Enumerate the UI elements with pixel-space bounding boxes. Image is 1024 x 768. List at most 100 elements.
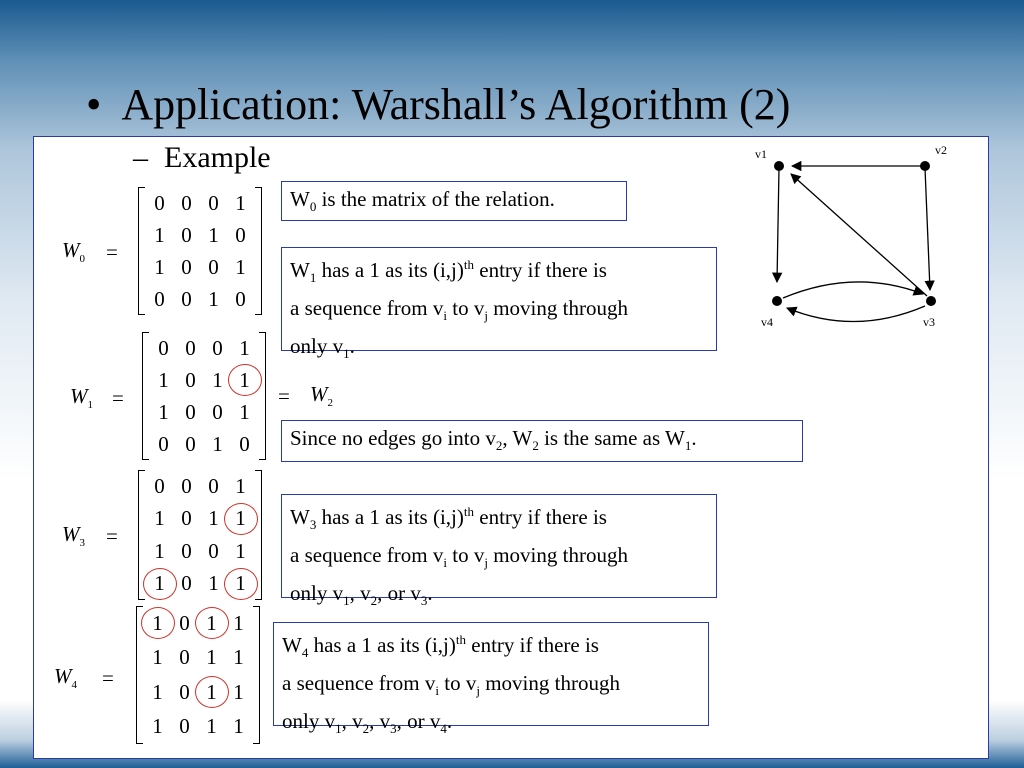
matrix-w3-label: W3: [62, 522, 85, 550]
matrix-cell: 0: [212, 335, 223, 360]
edge-v3-v4: [786, 305, 926, 323]
matrix-cell: 1: [152, 679, 163, 704]
matrix-cell: 1: [208, 571, 219, 596]
note-w3: W3 has a 1 as its (i,j)th entry if there…: [281, 494, 717, 609]
note-w0: W0 is the matrix of the relation.: [281, 181, 627, 221]
matrix-cell: 0: [179, 645, 190, 670]
subtitle: –Example: [133, 140, 271, 176]
matrix-cell: 0: [181, 538, 192, 563]
matrix-cell: 0: [208, 254, 219, 279]
matrix-cell: 1: [212, 431, 223, 456]
matrix-cell: 0: [154, 473, 165, 498]
right-bracket: [259, 332, 266, 460]
matrix-cell: 0: [179, 714, 190, 739]
matrix-cell: 1: [158, 399, 169, 424]
matrix-w4-equals: =: [102, 666, 114, 690]
note-w1: W1 has a 1 as its (i,j)th entry if there…: [281, 247, 717, 362]
title-text: Application: Warshall’s Algorithm (2): [121, 80, 791, 129]
matrix-cell: 0: [179, 679, 190, 704]
matrix-cell: 0: [208, 538, 219, 563]
matrix-cell: 1: [152, 714, 163, 739]
matrix-cell: 1: [154, 222, 165, 247]
matrix-cell: 0: [181, 190, 192, 215]
label-v2: v2: [935, 143, 947, 157]
matrix-cell: 0: [154, 190, 165, 215]
matrix-cell: 1: [158, 367, 169, 392]
matrix-cell: 1: [233, 679, 244, 704]
matrix-w0-label: W0: [62, 238, 85, 266]
matrix-cell: 0: [235, 222, 246, 247]
matrix-cell: 1: [154, 254, 165, 279]
matrix-cell: 1: [212, 367, 223, 392]
matrix-cell: 1: [235, 538, 246, 563]
matrix-cell: 1: [239, 399, 250, 424]
matrix-cell: 0: [181, 222, 192, 247]
matrix-w1-equals: =: [112, 386, 124, 410]
edge-v2-v3: [924, 167, 935, 292]
label-v4: v4: [761, 315, 773, 329]
matrix-cell: 1: [154, 506, 165, 531]
node-v3: [926, 296, 936, 306]
title-bullet: •: [86, 80, 102, 129]
matrix-w1-equals-w2: =: [278, 384, 290, 408]
matrix-cell: 1: [208, 222, 219, 247]
matrix-cell: 0: [181, 571, 192, 596]
matrix-cell: 1: [154, 538, 165, 563]
matrix-cell: 1: [233, 714, 244, 739]
node-v4: [772, 296, 782, 306]
subtitle-text: Example: [164, 141, 271, 174]
matrix-cell: 0: [185, 399, 196, 424]
left-bracket: [138, 187, 145, 315]
label-v1: v1: [755, 147, 767, 161]
matrix-w0-equals: =: [106, 240, 118, 264]
matrix-cell: 0: [185, 335, 196, 360]
matrix-cell: 1: [206, 714, 217, 739]
matrix-cell: 1: [208, 286, 219, 311]
matrix-cell: 1: [198, 675, 225, 710]
matrix-cell: 1: [233, 645, 244, 670]
left-bracket: [138, 470, 145, 600]
label-v3: v3: [923, 315, 935, 329]
matrix-cell: 1: [233, 610, 244, 635]
matrix-cell: 0: [185, 367, 196, 392]
matrix-cell: 0: [239, 431, 250, 456]
matrix-cell: 1: [227, 568, 254, 601]
matrix-cell: 1: [235, 190, 246, 215]
matrix-cell: 0: [158, 335, 169, 360]
matrix-cell: 0: [181, 473, 192, 498]
matrix-cell: 0: [212, 399, 223, 424]
matrix-w2-label: W2: [310, 382, 333, 410]
node-v1: [774, 161, 784, 171]
matrix-cell: 1: [198, 606, 225, 641]
matrix-cell: 0: [208, 190, 219, 215]
matrix-cell: 1: [206, 645, 217, 670]
matrix-cell: 1: [144, 606, 171, 641]
matrix-cell: 0: [181, 286, 192, 311]
matrix-cell: 0: [154, 286, 165, 311]
matrix-cell: 0: [181, 506, 192, 531]
matrix-cell: 0: [185, 431, 196, 456]
node-v2: [920, 161, 930, 171]
matrix-cell: 0: [179, 610, 190, 635]
note-w4: W4 has a 1 as its (i,j)th entry if there…: [273, 622, 709, 737]
matrix-cell: 1: [227, 503, 254, 536]
matrix-cell: 0: [158, 431, 169, 456]
matrix-cell: 1: [208, 506, 219, 531]
slide-title: • Application: Warshall’s Algorithm (2): [86, 78, 790, 132]
edge-v1-v4: [771, 167, 783, 284]
right-bracket: [255, 187, 262, 315]
edge-v3-v1: [790, 173, 928, 297]
matrix-cell: 1: [239, 335, 250, 360]
matrix-cell: 0: [208, 473, 219, 498]
note-w2: Since no edges go into v2, W2 is the sam…: [281, 420, 803, 462]
matrix-cell: 1: [146, 568, 173, 601]
matrix-cell: 1: [235, 254, 246, 279]
right-bracket: [253, 606, 260, 744]
matrix-cell: 1: [231, 364, 258, 396]
edge-v4-v3: [782, 281, 924, 299]
matrix-w4-label: W4: [54, 664, 77, 692]
